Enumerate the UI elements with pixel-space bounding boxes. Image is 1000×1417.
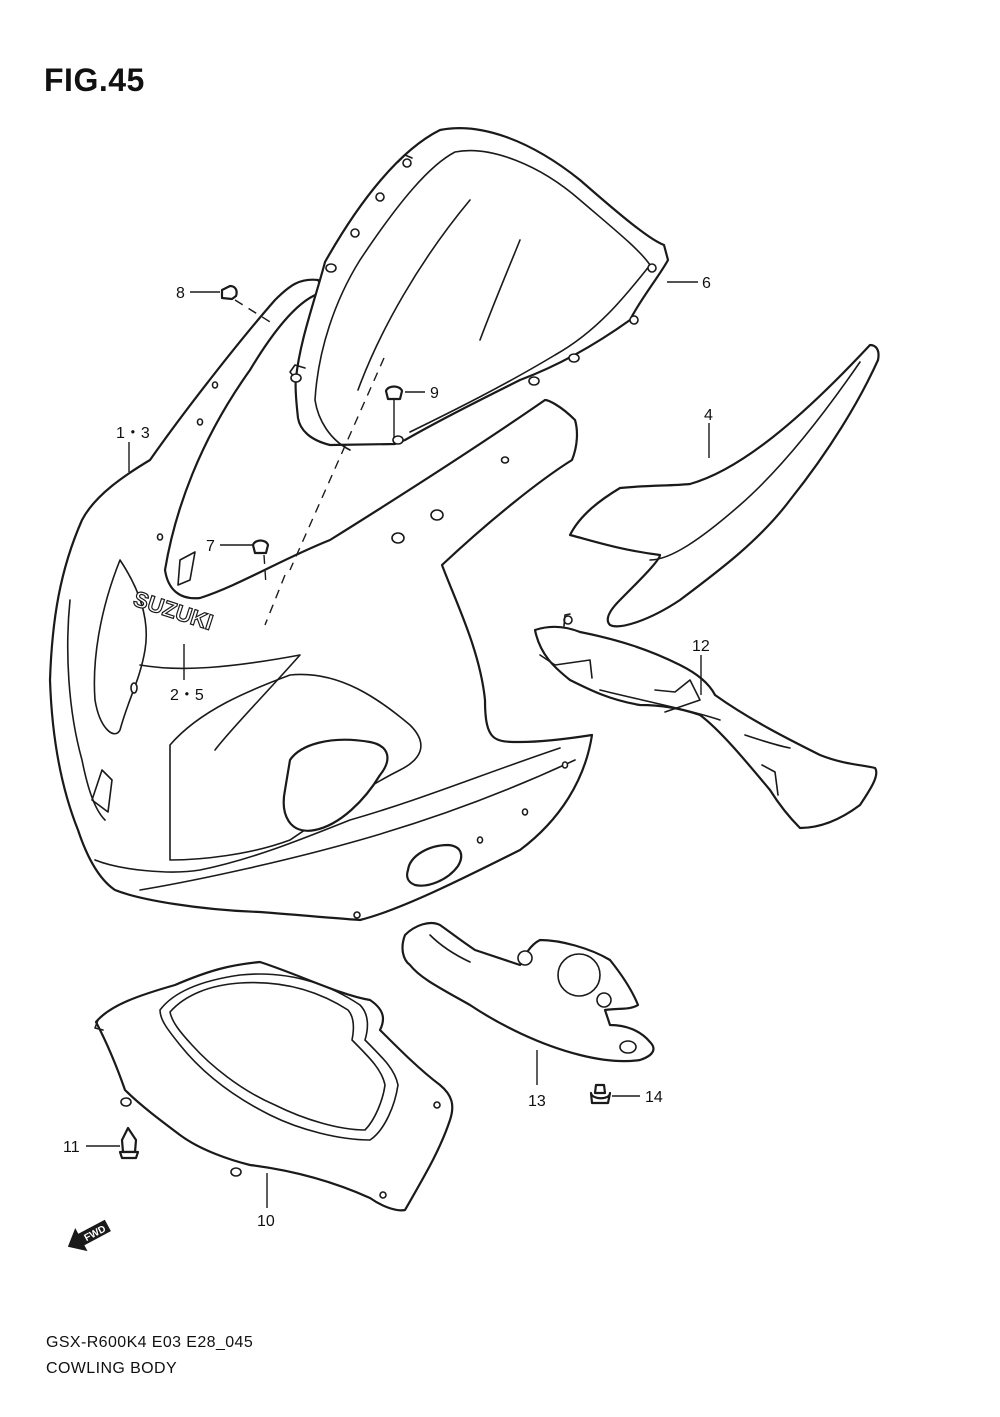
- forward-direction-arrow: FWD: [67, 1219, 111, 1252]
- callout-8: 8: [176, 285, 185, 302]
- callout-12: 12: [692, 638, 710, 655]
- clip-11: [118, 1126, 140, 1160]
- lower-cover: [94, 960, 454, 1212]
- callout-9: 9: [430, 385, 439, 402]
- fwd-label: FWD: [83, 1224, 108, 1244]
- bolt-14: [589, 1083, 612, 1105]
- diagram-name: COWLING BODY: [46, 1360, 178, 1377]
- callout-11: 11: [63, 1139, 80, 1156]
- windscreen: [289, 127, 670, 451]
- upper-cowling: SUZUKI: [48, 278, 594, 922]
- callout-14: 14: [645, 1089, 663, 1106]
- callout-13: 13: [528, 1093, 546, 1110]
- callout-10: 10: [257, 1213, 275, 1230]
- bolt-9: [384, 385, 404, 401]
- callout-7: 7: [206, 538, 215, 555]
- diagram-code: GSX-R600K4 E03 E28_045: [46, 1334, 254, 1351]
- inner-panel: [533, 613, 878, 830]
- callout-6: 6: [702, 275, 711, 292]
- side-panel: [568, 343, 880, 628]
- bolt-7: [251, 539, 270, 555]
- figure-title: FIG.45: [44, 62, 145, 98]
- bolt-8: [220, 284, 238, 301]
- callout-1-3: 1・3: [116, 425, 150, 442]
- callout-4: 4: [704, 407, 713, 424]
- callout-2-5: 2・5: [170, 687, 204, 704]
- bracket-plate: [401, 921, 655, 1063]
